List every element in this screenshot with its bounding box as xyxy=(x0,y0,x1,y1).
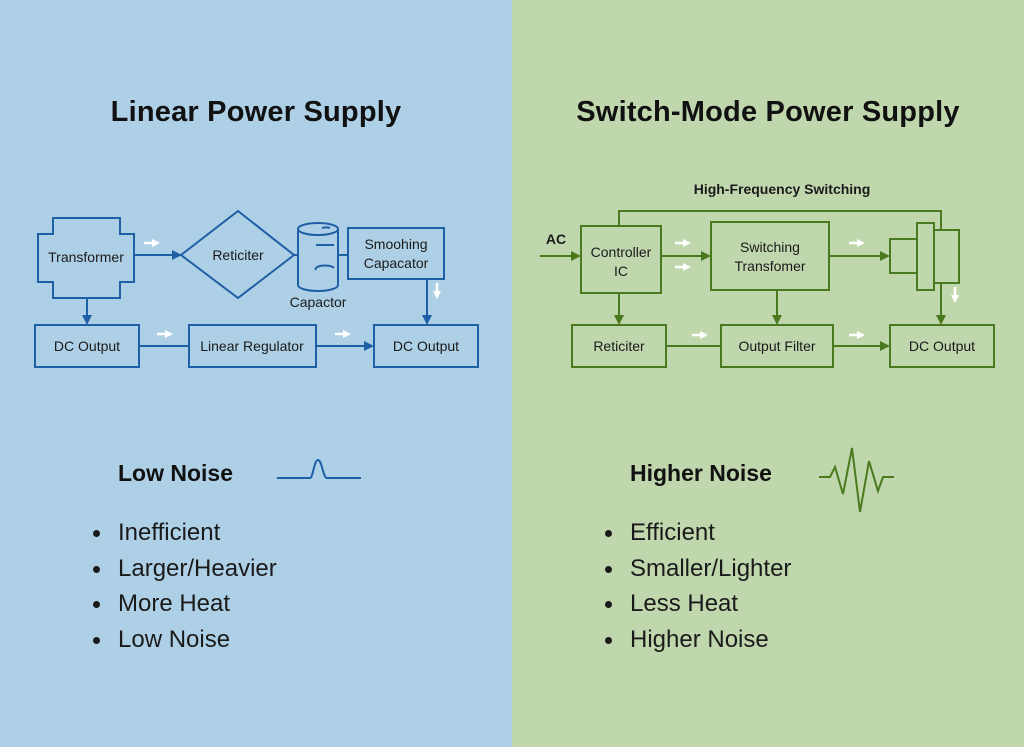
controller-ic-block xyxy=(580,225,662,294)
transformer-label: Transformer xyxy=(48,249,124,265)
switch-mode-power-supply-panel: Switch-Mode Power Supply xyxy=(512,0,1024,747)
linear-power-supply-panel: Linear Power Supply xyxy=(0,0,512,747)
list-item: Efficient xyxy=(605,515,791,551)
dc-output-label: DC Output xyxy=(909,338,975,354)
list-item: Higher Noise xyxy=(605,622,791,658)
list-item: Low Noise xyxy=(93,622,277,658)
dc-output-left-label: DC Output xyxy=(54,338,120,354)
capacitor-label: Capactor xyxy=(290,294,347,310)
linear-block-diagram: Transformer Reticiter Capactor Smoohing … xyxy=(34,209,479,368)
list-item: Less Heat xyxy=(605,586,791,622)
capacitor-icon xyxy=(297,222,339,292)
rectifier-label: Reticiter xyxy=(212,247,264,263)
linear-title: Linear Power Supply xyxy=(110,96,402,128)
single-pulse-waveform-icon xyxy=(277,458,361,479)
rectifier-diamond xyxy=(179,209,296,300)
linear-characteristics-list: Inefficient Larger/Heavier More Heat Low… xyxy=(93,515,277,657)
switch-mode-title: Switch-Mode Power Supply xyxy=(576,96,960,128)
output-filter-label: Output Filter xyxy=(738,338,815,354)
low-noise-heading: Low Noise xyxy=(118,460,234,486)
dc-output-block xyxy=(889,324,995,368)
dc-output-right-block xyxy=(373,324,479,368)
switching-transformer-label-2: Transfomer xyxy=(734,258,805,274)
smoothing-capacitor-block xyxy=(347,227,445,280)
switch-mode-characteristics-list: Efficient Smaller/Lighter Less Heat High… xyxy=(605,515,791,657)
switch-mode-block-diagram: High-Frequency Switching AC Controller I… xyxy=(540,181,995,368)
linear-regulator-label: Linear Regulator xyxy=(200,338,304,354)
controller-label-2: IC xyxy=(614,263,628,279)
high-frequency-switching-label: High-Frequency Switching xyxy=(694,181,871,197)
list-item: More Heat xyxy=(93,586,277,622)
controller-label-1: Controller xyxy=(591,244,652,260)
dc-output-right-label: DC Output xyxy=(393,338,459,354)
list-item: Smaller/Lighter xyxy=(605,551,791,587)
rectifier-label: Reticiter xyxy=(593,338,645,354)
list-item: Larger/Heavier xyxy=(93,551,277,587)
switching-transformer-label-1: Switching xyxy=(740,239,800,255)
ac-input-label: AC xyxy=(546,231,566,247)
noisy-waveform-icon xyxy=(819,447,894,513)
transformer-block xyxy=(37,217,135,299)
higher-noise-heading: Higher Noise xyxy=(630,460,772,486)
smoothing-capacitor-label-1: Smoohing xyxy=(364,236,427,252)
output-rectifier-icon xyxy=(889,222,960,291)
list-item: Inefficient xyxy=(93,515,277,551)
smoothing-capacitor-label-2: Capacator xyxy=(364,255,429,271)
switching-transformer-block xyxy=(710,221,830,291)
